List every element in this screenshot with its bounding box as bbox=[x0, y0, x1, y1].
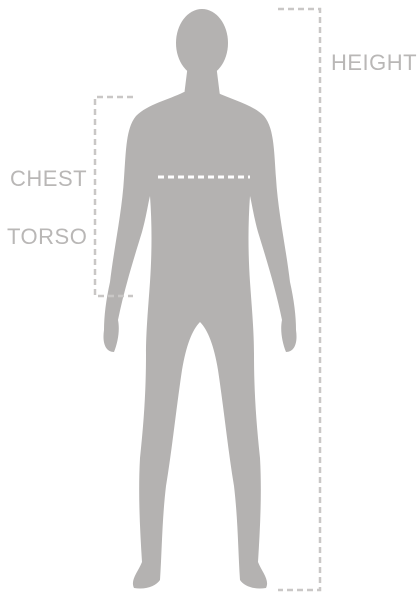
body-outline bbox=[103, 92, 296, 589]
height-label: HEIGHT bbox=[331, 52, 417, 74]
chest-label: CHEST bbox=[10, 168, 87, 190]
neck bbox=[184, 64, 220, 96]
torso-label: TORSO bbox=[7, 226, 87, 248]
